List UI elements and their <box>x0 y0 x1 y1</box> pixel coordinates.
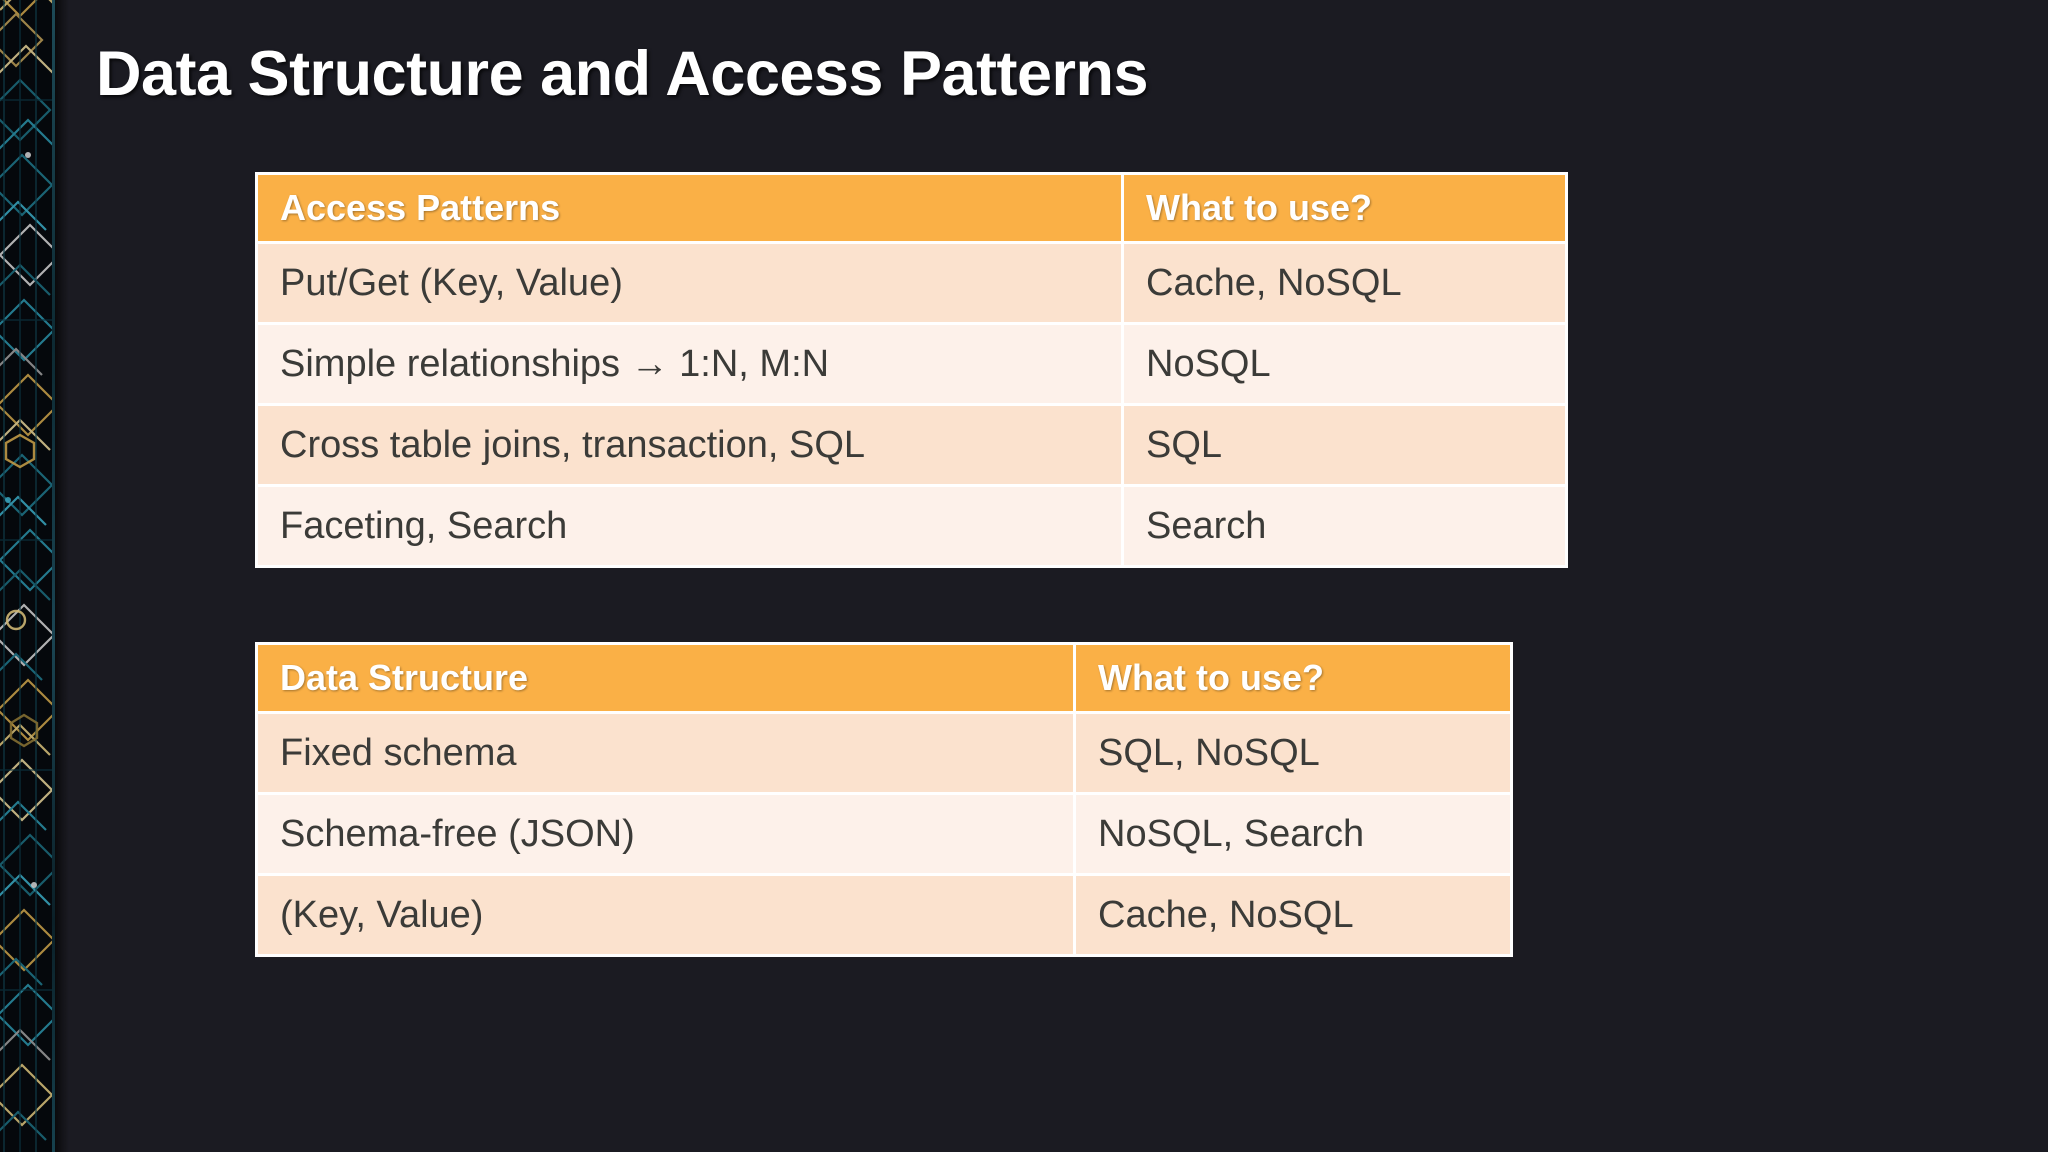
table-row: Cross table joins, transaction, SQL SQL <box>255 406 1568 487</box>
cell-data-structure: Schema-free (JSON) <box>255 795 1076 876</box>
cell-data-structure: (Key, Value) <box>255 876 1076 957</box>
cell-access-pattern: Put/Get (Key, Value) <box>255 244 1124 325</box>
table-row: Put/Get (Key, Value) Cache, NoSQL <box>255 244 1568 325</box>
circuit-pattern-icon <box>0 0 55 1152</box>
access-patterns-table: Access Patterns What to use? Put/Get (Ke… <box>255 172 1568 568</box>
cell-what-to-use: NoSQL, Search <box>1076 795 1513 876</box>
cell-what-to-use: SQL, NoSQL <box>1076 714 1513 795</box>
table-row: Schema-free (JSON) NoSQL, Search <box>255 795 1513 876</box>
table-header-row: Access Patterns What to use? <box>255 172 1568 244</box>
table-row: Faceting, Search Search <box>255 487 1568 568</box>
column-header-what-to-use: What to use? <box>1076 642 1513 714</box>
edge-glow-line <box>52 0 55 1152</box>
page-title: Data Structure and Access Patterns <box>96 39 1149 109</box>
edge-shadow <box>55 0 69 1152</box>
cell-what-to-use: Cache, NoSQL <box>1124 244 1568 325</box>
cell-access-pattern: Faceting, Search <box>255 487 1124 568</box>
table-row: Fixed schema SQL, NoSQL <box>255 714 1513 795</box>
data-structure-table: Data Structure What to use? Fixed schema… <box>255 642 1513 957</box>
cell-what-to-use: Cache, NoSQL <box>1076 876 1513 957</box>
cell-what-to-use: SQL <box>1124 406 1568 487</box>
cell-what-to-use: NoSQL <box>1124 325 1568 406</box>
table-row: (Key, Value) Cache, NoSQL <box>255 876 1513 957</box>
column-header-data-structure: Data Structure <box>255 642 1076 714</box>
cell-access-pattern: Cross table joins, transaction, SQL <box>255 406 1124 487</box>
cell-access-pattern: Simple relationships → 1:N, M:N <box>255 325 1124 406</box>
cell-what-to-use: Search <box>1124 487 1568 568</box>
table-header-row: Data Structure What to use? <box>255 642 1513 714</box>
table-row: Simple relationships → 1:N, M:N NoSQL <box>255 325 1568 406</box>
decorative-circuit-strip <box>0 0 55 1152</box>
column-header-what-to-use: What to use? <box>1124 172 1568 244</box>
cell-data-structure: Fixed schema <box>255 714 1076 795</box>
column-header-access-patterns: Access Patterns <box>255 172 1124 244</box>
